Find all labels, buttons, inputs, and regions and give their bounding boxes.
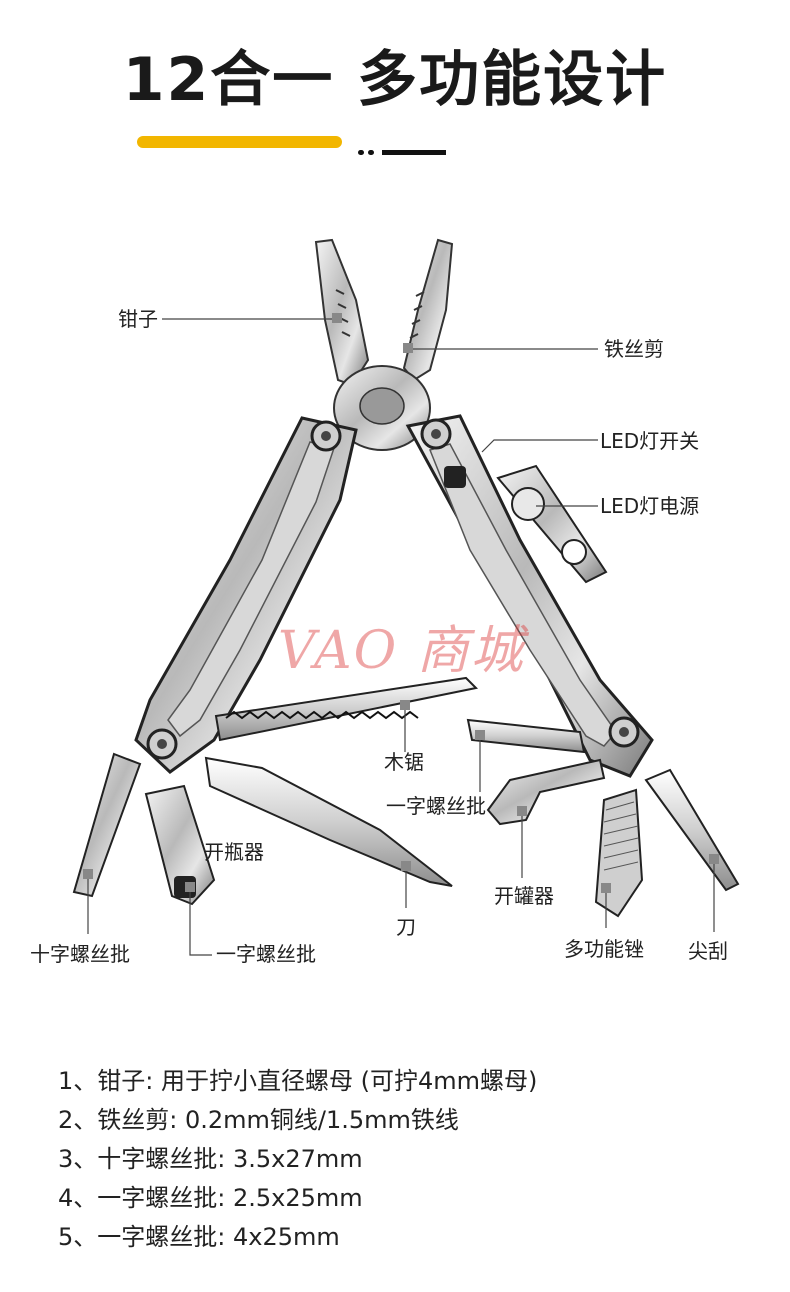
divider-dot — [358, 150, 364, 155]
spec-item: 4、一字螺丝批: 2.5x25mm — [58, 1184, 363, 1212]
label-wire-cutter: 铁丝剪 — [604, 337, 664, 361]
right-handle — [405, 414, 654, 778]
title-highlight-bar — [137, 136, 342, 148]
divider-line — [382, 150, 446, 155]
pliers-jaws — [314, 238, 454, 451]
label-bottle-opener: 开瓶器 — [204, 840, 264, 864]
title-highlight-text: 12合一 — [122, 45, 335, 115]
label-pointed-scraper: 尖刮 — [688, 939, 728, 963]
label-led-switch: LED灯开关 — [600, 429, 700, 453]
led-light-module — [496, 464, 608, 584]
left-handle — [134, 416, 358, 774]
spec-item: 5、一字螺丝批: 4x25mm — [58, 1223, 340, 1251]
spec-item: 2、铁丝剪: 0.2mm铜线/1.5mm铁线 — [58, 1106, 459, 1134]
spec-item: 3、十字螺丝批: 3.5x27mm — [58, 1145, 363, 1173]
multitool-illustration — [72, 238, 740, 956]
watermark: VAO 商城 — [278, 621, 525, 681]
page-title: 12合一 多功能设计 — [0, 40, 790, 120]
title-rest-text: 多功能设计 — [334, 45, 668, 115]
spec-list: 1、钳子: 用于拧小直径螺母 (可拧4mm螺母) 2、铁丝剪: 0.2mm铜线/… — [58, 1062, 758, 1257]
pointed-scraper-tool — [644, 768, 740, 892]
spec-item: 1、钳子: 用于拧小直径螺母 (可拧4mm螺母) — [58, 1067, 538, 1095]
multitool-diagram: VAO 商城 钳子 铁丝剪 LED灯开关 LED灯电源 木锯 一字螺丝批 开瓶器… — [0, 180, 790, 1000]
multi-file-tool — [594, 788, 644, 918]
flat-driver-tool — [466, 718, 586, 754]
knife-blade — [204, 756, 453, 887]
label-pliers: 钳子 — [118, 307, 158, 331]
led-switch-button — [444, 466, 466, 488]
label-multi-file: 多功能锉 — [564, 937, 644, 961]
title-section: 12合一 多功能设计 — [0, 40, 790, 148]
label-flat-driver-mid: 一字螺丝批 — [386, 794, 486, 818]
label-phillips-driver: 十字螺丝批 — [30, 942, 130, 966]
label-flat-driver-left: 一字螺丝批 — [216, 942, 316, 966]
label-can-opener: 开罐器 — [494, 884, 554, 908]
saw-blade — [214, 676, 479, 742]
divider-dot — [368, 150, 374, 155]
leader-markers — [83, 313, 719, 893]
phillips-driver-tool — [72, 752, 142, 898]
label-saw: 木锯 — [384, 750, 424, 774]
leader-lines — [87, 318, 715, 956]
can-opener-tool — [486, 758, 606, 826]
label-led-power: LED灯电源 — [600, 494, 700, 518]
label-knife: 刀 — [396, 915, 416, 939]
